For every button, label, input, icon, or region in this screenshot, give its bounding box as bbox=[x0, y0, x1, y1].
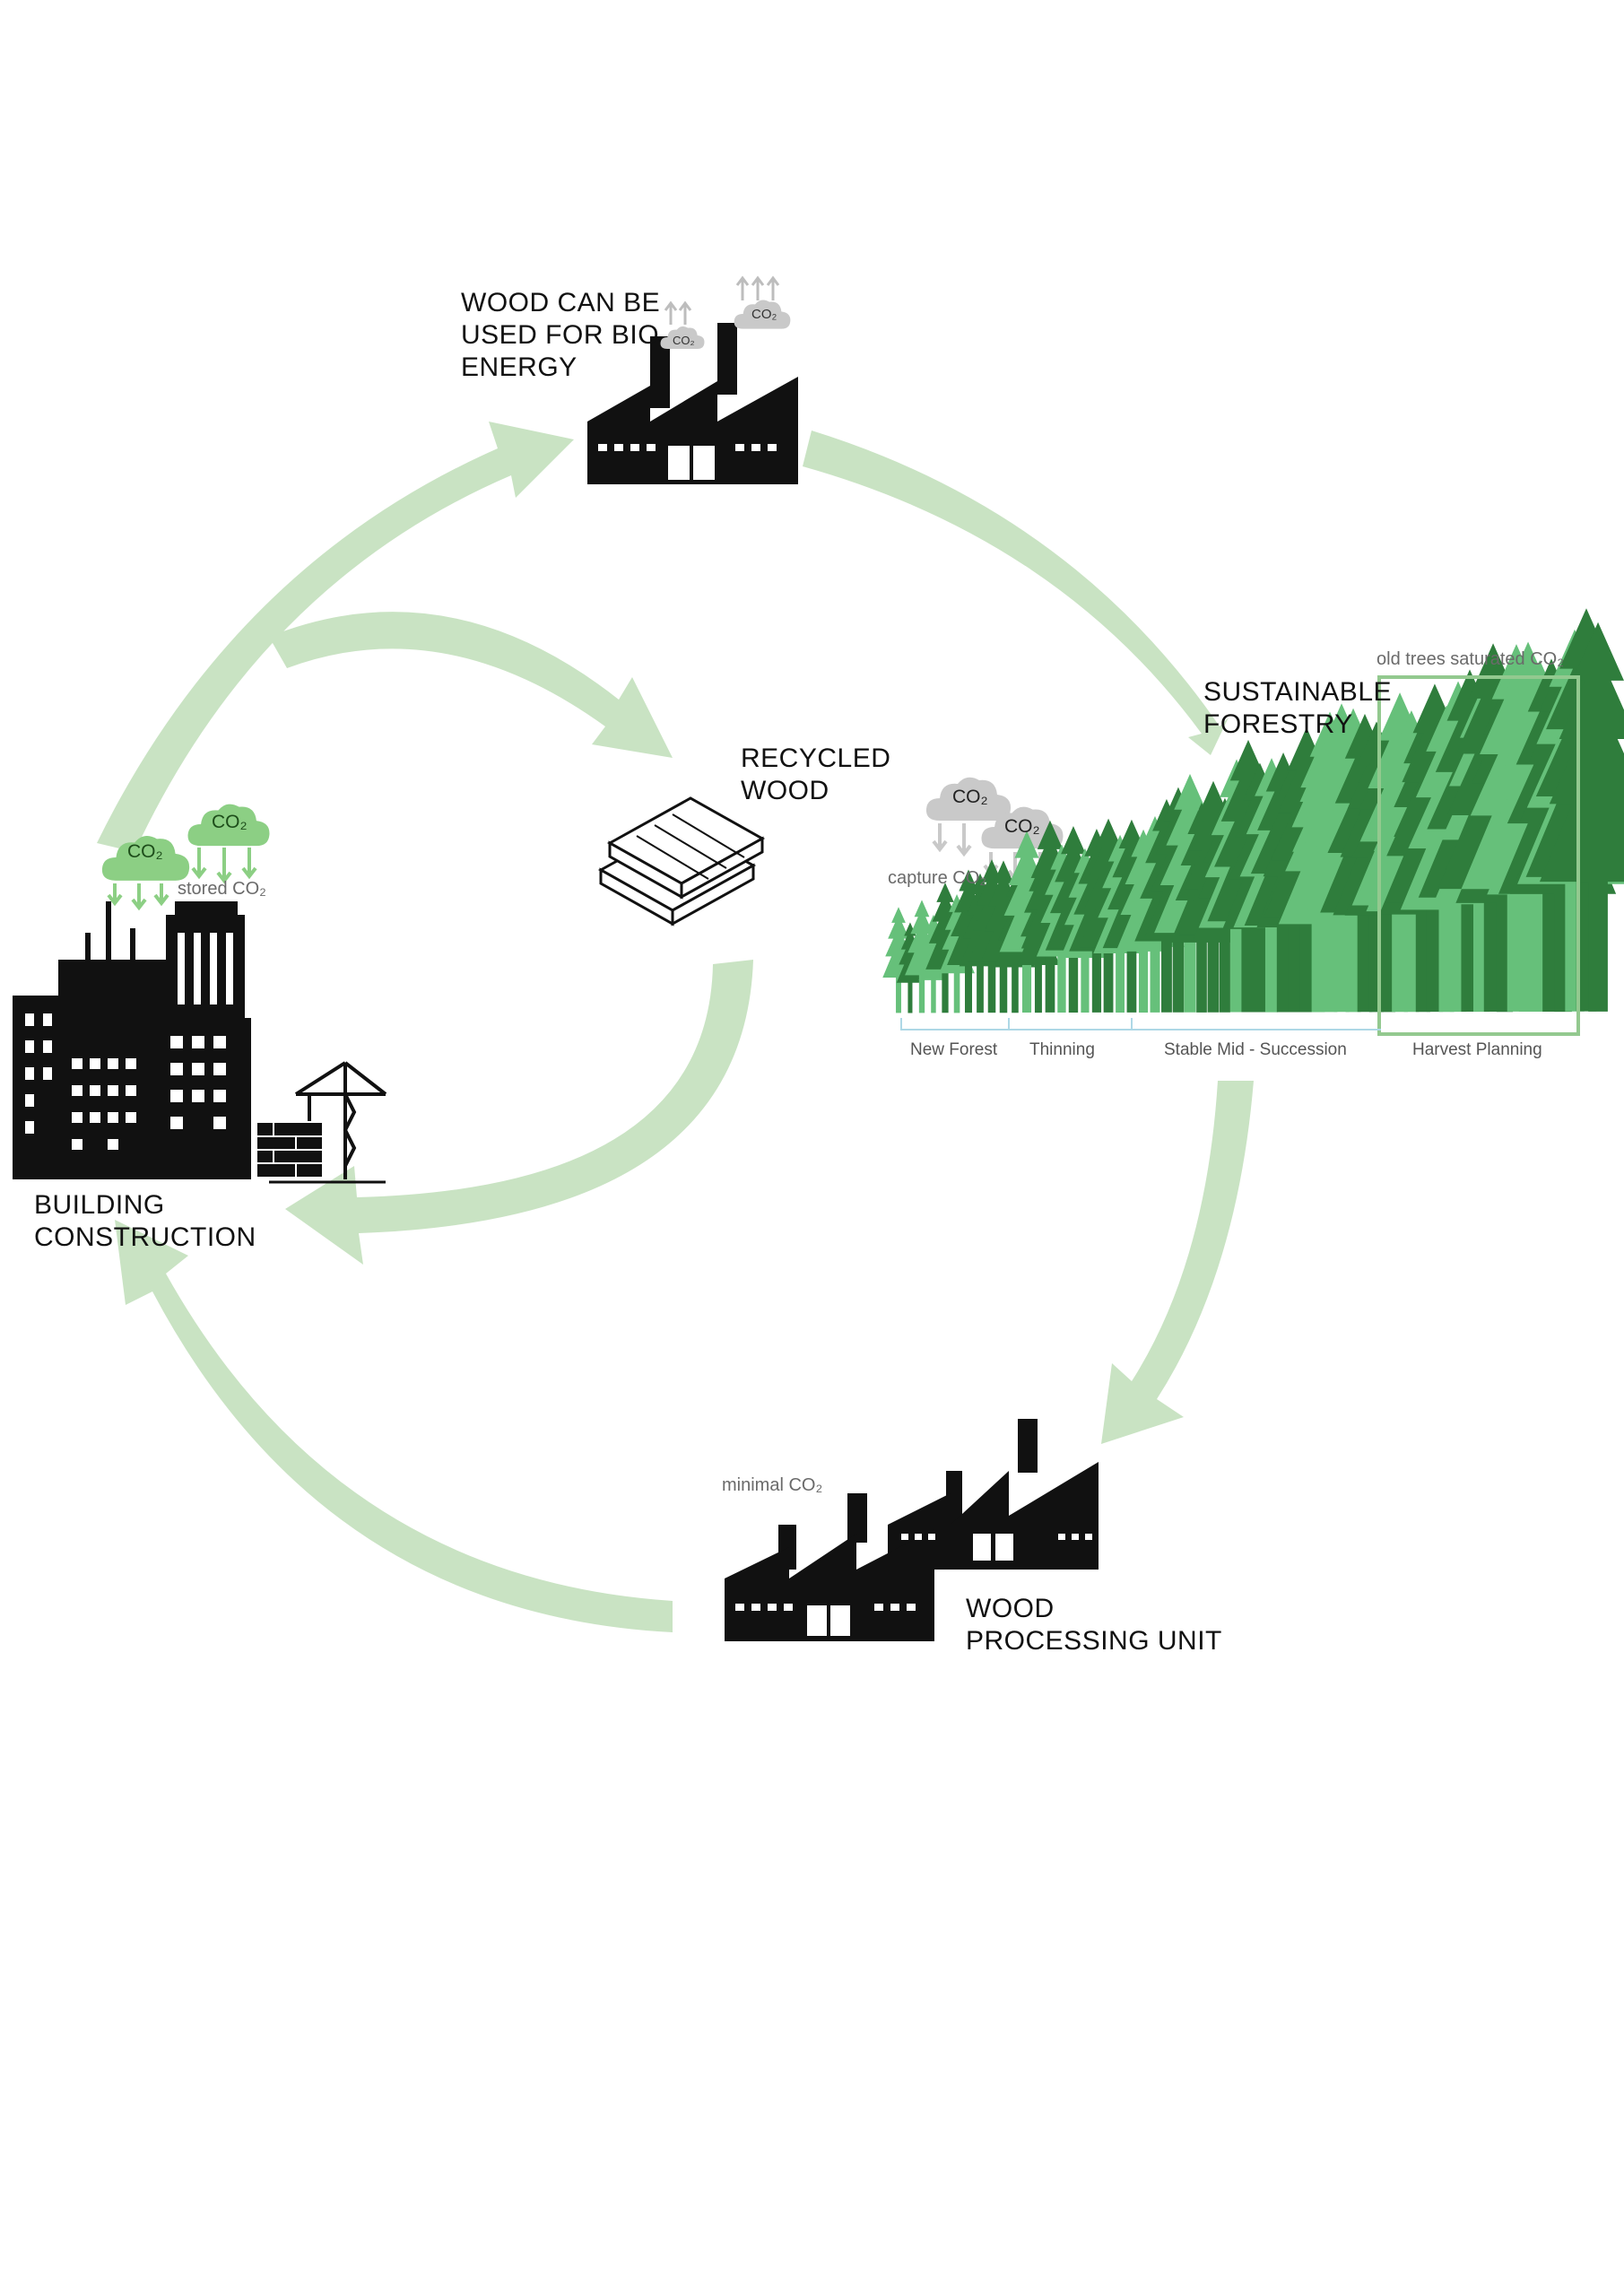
arrow-building-to-bioenergy bbox=[97, 422, 574, 852]
forest-stage-baseline bbox=[900, 1018, 1381, 1031]
bioenergy-factory-icon bbox=[587, 323, 798, 484]
stage-label: Stable Mid - Succession bbox=[1164, 1040, 1347, 1059]
harvest-planning-frame bbox=[1377, 675, 1580, 1036]
brick-stack-icon bbox=[257, 1123, 322, 1177]
co2-cloud-label: CO₂ bbox=[212, 812, 248, 832]
emission-clouds bbox=[660, 275, 791, 349]
arrow-building-to-recycled bbox=[269, 612, 673, 758]
co2-cloud-label: CO₂ bbox=[751, 307, 777, 322]
city-windows bbox=[25, 933, 233, 1150]
building-construction-label: BUILDING CONSTRUCTION bbox=[34, 1190, 256, 1252]
stage-label: Thinning bbox=[1029, 1040, 1095, 1059]
cycle-arrows bbox=[97, 422, 1254, 1632]
crane-icon bbox=[269, 1061, 387, 1184]
processing-unit-label: WOOD PROCESSING UNIT bbox=[966, 1594, 1222, 1656]
bioenergy-label: WOOD CAN BE USED FOR BIO ENERGY bbox=[461, 288, 661, 382]
co2-cloud-label: CO₂ bbox=[1004, 816, 1040, 837]
stage-label: New Forest bbox=[910, 1040, 998, 1059]
saturated-co2-note: old trees saturated CO₂ bbox=[1376, 649, 1564, 669]
arrow-recycled-to-building bbox=[285, 960, 753, 1265]
arrow-processing-to-building bbox=[115, 1220, 673, 1632]
arrow-forestry-to-processing bbox=[1101, 1081, 1254, 1444]
processing-factory-icon bbox=[725, 1419, 1099, 1641]
forestry-label: SUSTAINABLE FORESTRY bbox=[1203, 677, 1393, 739]
minimal-co2-note: minimal CO₂ bbox=[722, 1475, 823, 1495]
stage-label: Harvest Planning bbox=[1412, 1040, 1542, 1059]
co2-cloud-label: CO₂ bbox=[673, 334, 695, 347]
recycled-wood-label: RECYCLED WOOD bbox=[741, 744, 891, 805]
wood-planks-icon bbox=[597, 796, 766, 926]
co2-cloud-label: CO₂ bbox=[127, 841, 163, 862]
arrow-bioenergy-to-forestry bbox=[803, 430, 1229, 755]
stored-co2-note: stored CO₂ bbox=[178, 879, 266, 899]
capture-co2-note: capture CO₂ bbox=[888, 868, 987, 888]
stored-co2-clouds bbox=[101, 804, 270, 911]
co2-cloud-label: CO₂ bbox=[952, 787, 988, 807]
